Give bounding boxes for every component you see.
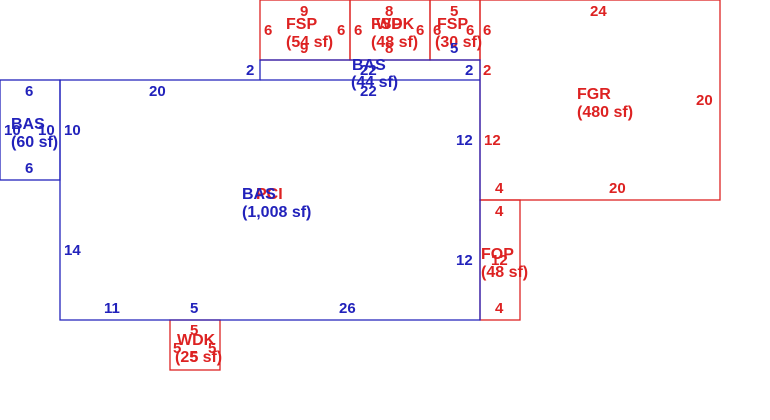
fsp-left-area: (54 sf): [286, 34, 333, 51]
dim-left-top: 6: [25, 83, 33, 100]
dim-left-bottom: 6: [25, 160, 33, 177]
dim-fop-bottom: 4: [495, 300, 504, 317]
dim-fgr-bottom: 20: [609, 180, 626, 197]
dim-fop-top: 4: [495, 203, 504, 220]
fop-code: FOP: [481, 246, 514, 263]
dim-fsp-left-top: 9: [300, 3, 308, 20]
dim-fgr-step-b: 4: [495, 180, 504, 197]
blue-labels: BAS (1,008 sf) BAS (60 sf) BAS (44 sf) 2…: [4, 40, 473, 317]
dim-fgr-step: 2: [483, 62, 491, 79]
bas-left-outline: [0, 79, 61, 181]
dim-wdk-top-l: 6: [354, 22, 362, 39]
dim-main-right-lower: 12: [456, 252, 473, 269]
dim-main-top: 20: [149, 83, 166, 100]
dim-main-left-upper: 10: [64, 122, 81, 139]
dim-wdk-b-r: 5: [208, 340, 216, 357]
red-structures: [169, 0, 721, 371]
wdk-top-overlay-code: FSP: [371, 16, 402, 33]
wdk-top-area: (48 sf): [371, 34, 418, 51]
dim-main-step-right: 2: [465, 62, 473, 79]
dim-main-bottom-b: 5: [190, 300, 198, 317]
fsp-right-code: FSP: [437, 16, 468, 33]
dim-fsp-left-r: 6: [337, 22, 345, 39]
dim-bas-top-w: 22: [360, 62, 377, 79]
wdk-bottom-area: (25 sf): [175, 349, 222, 366]
fop-area: (48 sf): [481, 264, 528, 281]
fgr-code: FGR: [577, 86, 611, 103]
dim-main-bottom-c: 26: [339, 300, 356, 317]
dim-wdk-top-top: 8: [385, 3, 393, 20]
dim-fop-side: 12: [491, 252, 508, 269]
dim-wdk-b-bottom: 5: [190, 349, 198, 366]
wdk-bottom-code: WDK: [177, 332, 216, 349]
bas-main-code: BAS: [242, 186, 276, 203]
dim-fgr-top-r: 6: [483, 22, 491, 39]
dim-fsp-right-bottom: 5: [450, 40, 458, 57]
dim-main-left: 14: [64, 242, 81, 259]
dim-fsp-right-top: 5: [450, 3, 458, 20]
bas-left-area: (60 sf): [11, 134, 58, 151]
dim-fsp-right-l: 6: [433, 22, 441, 39]
dim-main-right-upper: 12: [456, 132, 473, 149]
bas-left-code: BAS: [11, 116, 45, 133]
bas-top-code: BAS: [352, 57, 386, 74]
dim-main-bottom-a: 11: [104, 300, 120, 317]
fsp-right-area: (30 sf): [435, 34, 482, 51]
fgr-area: (480 sf): [577, 104, 633, 121]
dim-fgr-top: 24: [590, 3, 607, 20]
dim-fsp-right-r: 6: [466, 22, 474, 39]
dim-left-side-b: 10: [38, 122, 55, 139]
bas-main-overlay-code: PCI: [256, 186, 283, 203]
dim-wdk-top-r: 6: [416, 22, 424, 39]
bas-top-area: (44 sf): [351, 74, 398, 91]
blue-structures: [0, 59, 481, 321]
dim-wdk-b-l: 5: [173, 340, 181, 357]
dim-main-step-left: 2: [246, 62, 254, 79]
dim-left-side-a: 10: [4, 122, 21, 139]
dim-wdk-top-bottom: 8: [385, 40, 393, 57]
dim-fsp-left-bottom: 9: [300, 40, 308, 57]
dim-bas-top-w2: 22: [360, 83, 377, 100]
red-labels: FSP (54 sf) FSP WDK (48 sf) FSP (30 sf) …: [173, 3, 713, 366]
dim-fsp-left-l: 6: [264, 22, 272, 39]
fsp-left-code: FSP: [286, 16, 317, 33]
dim-fgr-left: 12: [484, 132, 501, 149]
dim-wdk-b-top: 5: [190, 322, 198, 339]
bas-main-area: (1,008 sf): [242, 204, 311, 221]
dim-fgr-right: 20: [696, 92, 713, 109]
wdk-top-code: WDK: [376, 16, 415, 33]
